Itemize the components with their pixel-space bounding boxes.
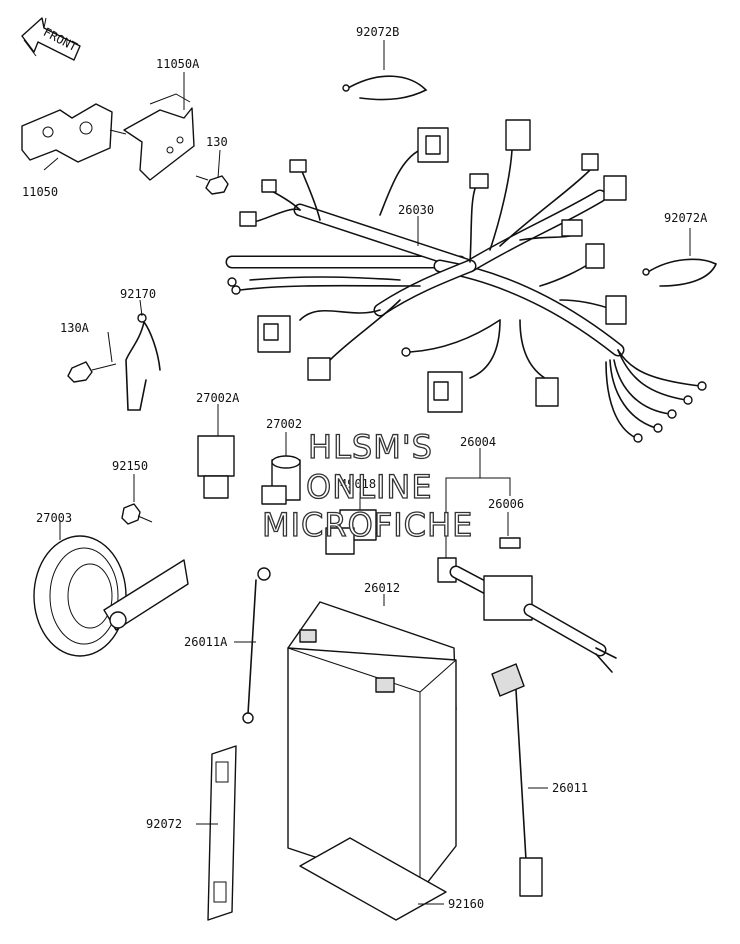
- clip-92170-drawing: [125, 313, 161, 411]
- front-arrow-icon: FRONT: [21, 17, 81, 61]
- bracket-11050-drawing: [21, 93, 195, 181]
- part-49018-drawing: [325, 509, 377, 555]
- relay-27002-drawing: [261, 455, 301, 505]
- label-26011A: 26011A: [184, 635, 228, 649]
- leader-lines: [43, 40, 691, 905]
- label-26030: 26030: [398, 203, 434, 217]
- label-26011: 26011: [552, 781, 588, 795]
- bolt-92150-drawing: [121, 503, 153, 525]
- label-11050: 11050: [22, 185, 58, 199]
- band-92072A-drawing: [642, 258, 718, 287]
- battery-26012-drawing: [287, 601, 457, 893]
- watermark-line-3: MICROFICHE: [262, 506, 473, 544]
- fuse-26006-drawing: [499, 537, 521, 549]
- band-92072B-drawing: [342, 75, 428, 101]
- label-26006: 26006: [488, 497, 524, 511]
- screw-130A-drawing: [67, 361, 117, 383]
- label-92170: 92170: [120, 287, 156, 301]
- label-11050A: 11050A: [156, 57, 200, 71]
- label-49018: 49018: [340, 477, 376, 491]
- label-26004: 26004: [460, 435, 496, 449]
- label-27003: 27003: [36, 511, 72, 525]
- strap-92072-drawing: [207, 745, 237, 921]
- label-27002A: 27002A: [196, 391, 240, 405]
- label-92150: 92150: [112, 459, 148, 473]
- label-27002: 27002: [266, 417, 302, 431]
- watermark-line-1: HLSM'S: [308, 428, 433, 466]
- label-92072B: 92072B: [356, 25, 399, 39]
- harness-26030-drawing: [225, 119, 707, 443]
- label-130: 130: [206, 135, 228, 149]
- watermark-line-2: ONLINE: [306, 468, 433, 506]
- label-92160: 92160: [448, 897, 484, 911]
- cable-26011-drawing: [491, 663, 543, 897]
- bolt-130-drawing: [195, 175, 229, 195]
- cable-26011A-drawing: [242, 567, 271, 724]
- label-92072A: 92072A: [664, 211, 708, 225]
- label-130A: 130A: [60, 321, 90, 335]
- fuse-26004-drawing: [437, 557, 617, 673]
- label-26012: 26012: [364, 581, 400, 595]
- horn-27003-drawing: [33, 535, 189, 657]
- pad-92160-drawing: [299, 837, 447, 921]
- label-92072: 92072: [146, 817, 182, 831]
- relay-27002A-drawing: [197, 435, 235, 499]
